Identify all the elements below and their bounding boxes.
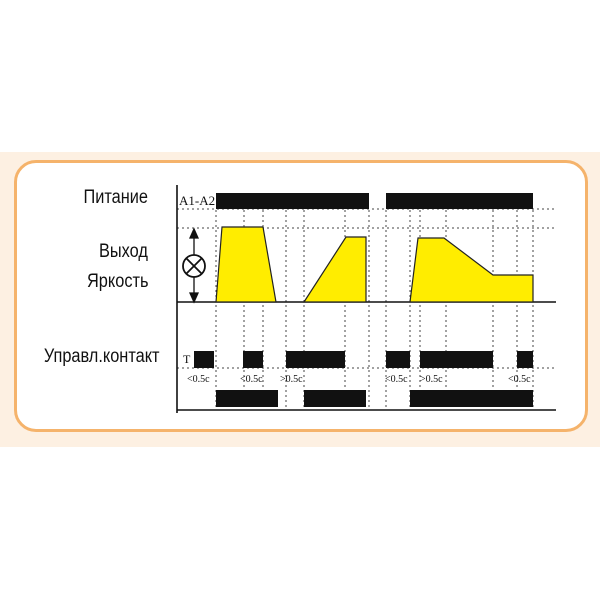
control-pulse bbox=[386, 351, 410, 368]
control-pulse bbox=[517, 351, 533, 368]
lamp-icon bbox=[182, 254, 206, 278]
brightness-ramp bbox=[302, 236, 367, 303]
power-on-bar bbox=[386, 193, 533, 209]
output-on-bar bbox=[304, 390, 366, 407]
terminal-label: A1-A2 bbox=[179, 193, 215, 208]
pulse-annotation: <0.5с bbox=[385, 374, 408, 385]
control-pulse bbox=[420, 351, 493, 368]
pulse-annotation: <0.5с bbox=[240, 374, 263, 385]
pulse-annotation: <0.5с bbox=[508, 374, 531, 385]
control-marker: T bbox=[183, 352, 191, 366]
pulse-annotation: >0.5с bbox=[280, 374, 303, 385]
power-signal bbox=[216, 193, 533, 209]
time-markers bbox=[215, 210, 534, 410]
power-on-bar bbox=[216, 193, 369, 209]
double-arrow-icon bbox=[188, 227, 200, 304]
pulse-annotation: >0.5с bbox=[420, 374, 443, 385]
power-label: Питание bbox=[83, 187, 149, 208]
control-contact-label: Управл.контакт bbox=[44, 346, 160, 367]
output-signal bbox=[216, 390, 533, 407]
brightness-label: Яркость bbox=[86, 271, 148, 292]
brightness-dim-level bbox=[409, 237, 534, 303]
output-label: Выход bbox=[99, 241, 148, 262]
control-pulse bbox=[243, 351, 263, 368]
brightness-pulse bbox=[215, 226, 277, 303]
output-on-bar bbox=[216, 390, 278, 407]
output-on-bar bbox=[410, 390, 533, 407]
brightness-signal bbox=[215, 226, 534, 303]
control-signal bbox=[194, 351, 533, 368]
pulse-annotation: <0.5с bbox=[187, 374, 210, 385]
control-pulse bbox=[286, 351, 345, 368]
pulse-annotations: <0.5с <0.5с >0.5с <0.5с >0.5с <0.5с bbox=[187, 374, 531, 385]
control-pulse bbox=[194, 351, 214, 368]
